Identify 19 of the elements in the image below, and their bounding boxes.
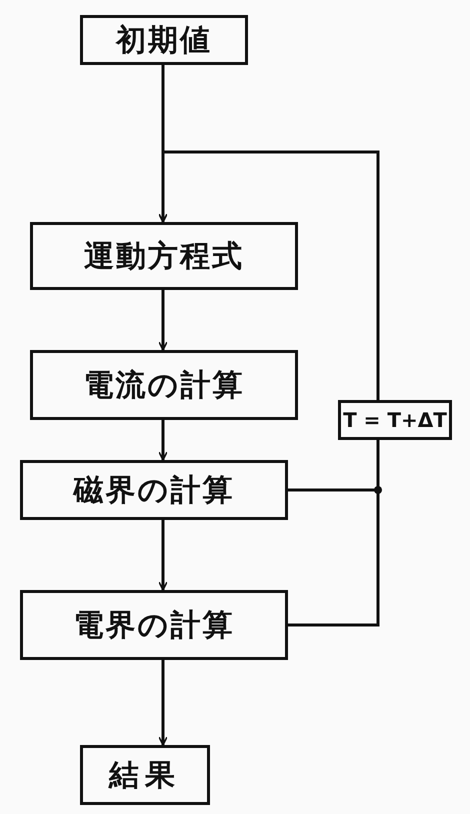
arrow	[158, 420, 168, 461]
arrow	[158, 150, 380, 400]
arrow	[158, 520, 168, 591]
process-box	[30, 222, 298, 290]
box-label: T = T+ΔT	[343, 408, 447, 432]
box-label: 電界の計算	[74, 606, 234, 644]
box-label: 運動方程式	[84, 238, 244, 276]
process-box	[30, 350, 298, 420]
box-label: 磁界の計算	[74, 472, 234, 510]
arrow	[158, 660, 168, 746]
process-box	[338, 400, 452, 440]
box-label: 結果	[109, 756, 181, 794]
arrow	[158, 290, 168, 351]
process-box	[80, 745, 210, 805]
box-label: 初期値	[116, 22, 212, 60]
process-box	[20, 590, 288, 660]
process-box	[20, 460, 288, 520]
box-label: 電流の計算	[84, 366, 244, 404]
process-box	[80, 15, 248, 65]
